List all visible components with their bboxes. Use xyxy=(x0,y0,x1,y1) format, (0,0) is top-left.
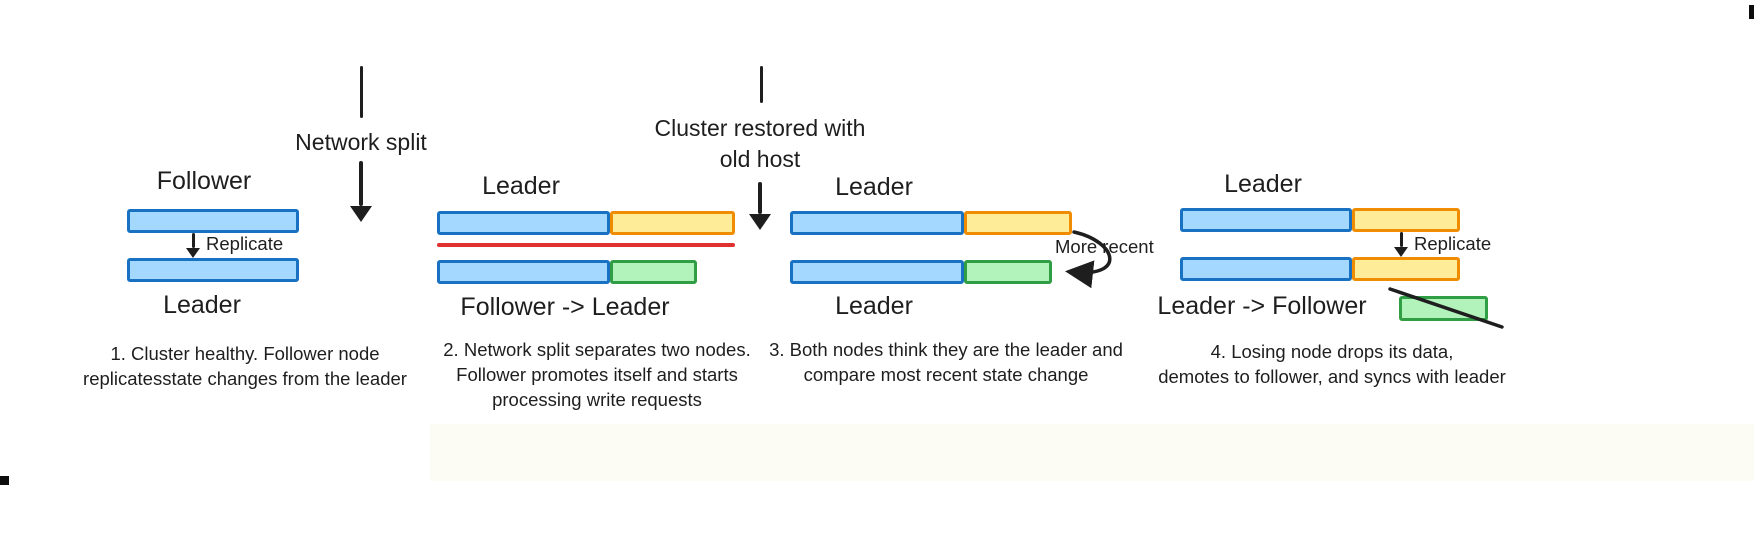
dropped-data-strikethrough xyxy=(1388,287,1504,329)
panel3-bottom-label: Leader xyxy=(835,292,913,320)
panel3-more-recent-label: More recent xyxy=(1055,236,1154,257)
panel1-leader-bar xyxy=(127,258,299,282)
cluster-restored-label: Cluster restored with old host xyxy=(654,115,866,172)
more-recent-curved-arrow xyxy=(1065,230,1112,289)
panel4-follower-bar-blue xyxy=(1180,257,1352,281)
panel4-bottom-label: Leader -> Follower xyxy=(1157,292,1367,320)
panel1-replicate-arrow xyxy=(186,233,200,258)
panel3-top-label: Leader xyxy=(835,173,913,201)
panel2-leader-bar-yellow xyxy=(610,211,735,235)
panel4-replicate-label: Replicate xyxy=(1414,233,1492,254)
bottom-left-edge-mark xyxy=(0,476,9,485)
panel2-bottom-label: Follower -> Leader xyxy=(460,293,670,321)
panel1-bottom-label: Leader xyxy=(163,291,241,319)
arrow-head-icon xyxy=(350,206,372,222)
panel2-split-line xyxy=(437,243,735,247)
panel2-follower-bar-blue xyxy=(437,260,610,284)
panel4-caption: 4. Losing node drops its data, demotes t… xyxy=(1158,341,1506,387)
panel3-new-leader-bar-green xyxy=(964,260,1052,284)
top-right-edge-mark xyxy=(1749,5,1754,19)
cluster-restored-down-arrow xyxy=(749,182,771,230)
background-tint xyxy=(430,424,1754,481)
panel1-top-label: Follower xyxy=(156,167,252,195)
panel3-old-leader-bar-blue xyxy=(790,211,964,235)
panel3-caption: 3. Both nodes think they are the leader … xyxy=(769,339,1123,385)
panel4-replicate-arrow xyxy=(1394,232,1408,257)
network-split-top-line xyxy=(359,66,363,118)
panel2-top-label: Leader xyxy=(482,172,560,200)
arrow-shaft xyxy=(758,182,762,214)
arrow-head-icon xyxy=(1394,247,1408,257)
panel2-leader-bar-blue xyxy=(437,211,610,235)
arrow-shaft xyxy=(191,233,195,248)
panel1-caption: 1. Cluster healthy. Follower node replic… xyxy=(83,343,407,389)
panel2-caption: 2. Network split separates two nodes. Fo… xyxy=(443,339,751,410)
network-split-label: Network split xyxy=(295,129,427,155)
arrow-head-icon xyxy=(749,214,771,230)
panel2-follower-bar-green xyxy=(610,260,697,284)
panel1-replicate-label: Replicate xyxy=(206,233,284,254)
arrow-shaft xyxy=(1399,232,1403,247)
network-split-down-arrow xyxy=(350,161,372,222)
panel3-new-leader-bar-blue xyxy=(790,260,964,284)
panel4-leader-bar-yellow xyxy=(1352,208,1460,232)
panel3-old-leader-bar-yellow xyxy=(964,211,1072,235)
cluster-restored-top-line xyxy=(759,66,763,103)
panel4-top-label: Leader xyxy=(1224,170,1302,198)
arrow-head-icon xyxy=(186,248,200,258)
arrow-shaft xyxy=(359,161,363,206)
panel4-leader-bar-blue xyxy=(1180,208,1352,232)
panel4-follower-bar-yellow xyxy=(1352,257,1460,281)
panel1-follower-bar xyxy=(127,209,299,233)
